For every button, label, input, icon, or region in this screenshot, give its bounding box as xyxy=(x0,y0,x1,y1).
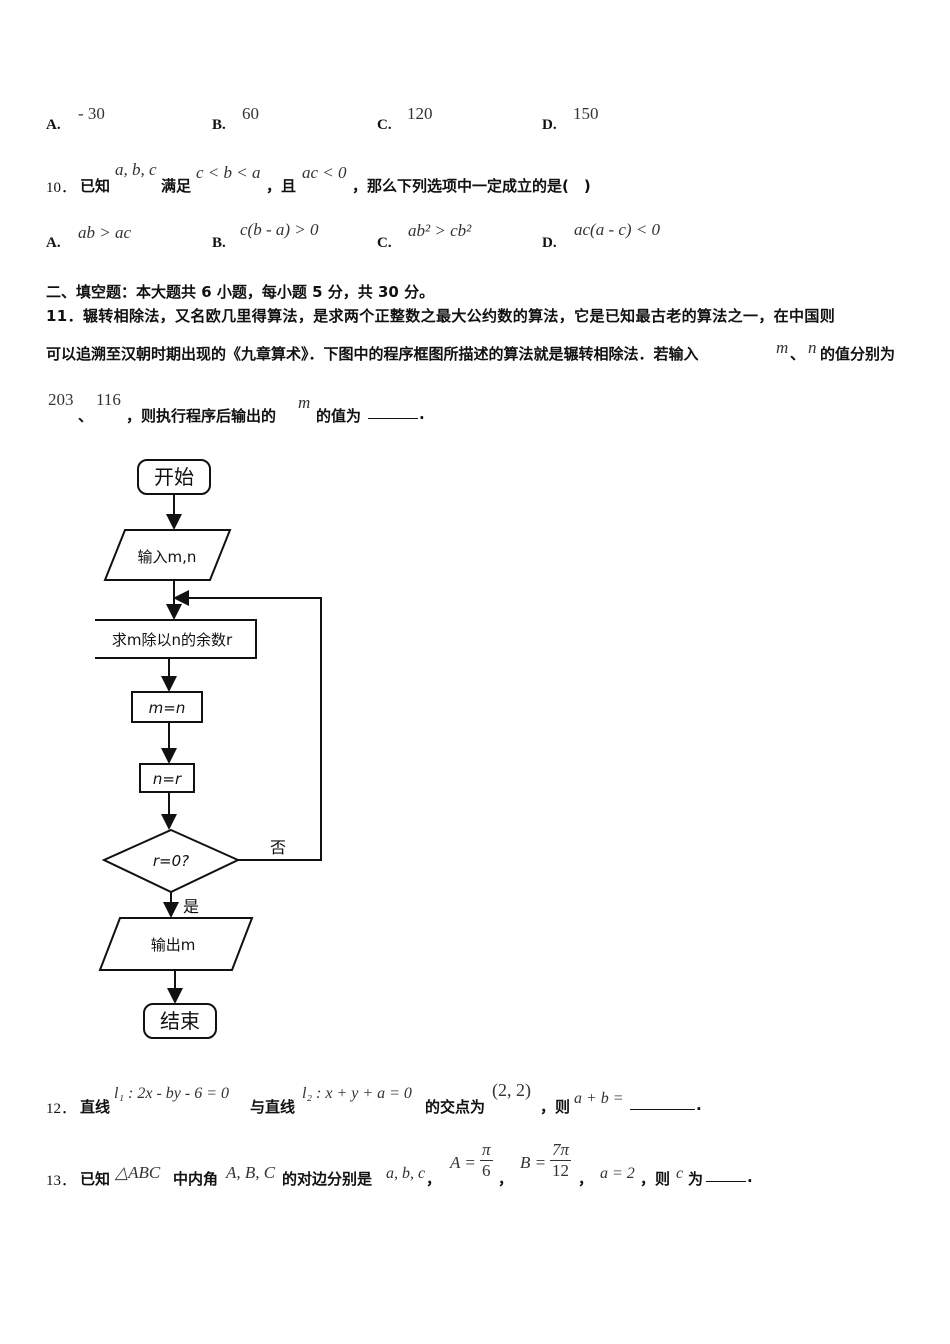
q11-m-symbol: m xyxy=(776,338,789,357)
q10-option-d-value: ac(a - c) < 0 xyxy=(574,220,661,239)
flow-output-box xyxy=(98,917,254,971)
q13-angle-a-fraction: π 6 xyxy=(480,1140,493,1181)
q11-line-1: 11．辗转相除法，又名欧几里得算法，是求两个正整数之最大公约数的算法，它是已知最… xyxy=(46,307,836,325)
q12-text-2: 与直线 xyxy=(250,1098,296,1116)
q13-text-3: 的对边分别是 xyxy=(282,1170,373,1188)
flow-assign-m-box xyxy=(131,691,203,723)
flow-assign-n-box xyxy=(139,763,195,793)
q9-option-a-value: - 30 xyxy=(78,104,105,123)
q12-line-l1: l₁ : 2x - by - 6 = 0 xyxy=(114,1085,229,1102)
flow-input-label: 输入m,n xyxy=(138,548,197,566)
q12-answer-blank xyxy=(630,1097,695,1110)
q13-triangle: △ABC xyxy=(115,1163,161,1182)
q10-option-a-letter: A. xyxy=(46,235,61,251)
flow-assign-m-label: m=n xyxy=(149,699,186,717)
q13-number: 13． xyxy=(46,1173,77,1189)
q13-sides: a, b, c xyxy=(386,1165,426,1182)
q11-value-116: 116 xyxy=(96,390,121,409)
q11-line-3: ，则执行程序后输出的 xyxy=(126,407,277,425)
flow-process-label: 求m除以n的余数r xyxy=(112,631,233,649)
flow-no-branch-arrow xyxy=(173,590,322,861)
q13-text-4: ，则 xyxy=(640,1170,671,1188)
q12-text-4: ，则 xyxy=(540,1098,571,1116)
q9-option-c-letter: C. xyxy=(377,117,392,133)
q10-text-3: ，且 xyxy=(266,177,297,195)
q12-line-l2: l₂ : x + y + a = 0 xyxy=(302,1085,412,1102)
q13-comma-2: ， xyxy=(498,1170,514,1188)
q13-side-c-symbol: c xyxy=(676,1165,684,1182)
q13-text-2: 中内角 xyxy=(173,1170,219,1188)
q13-side-a-value: a = 2 xyxy=(600,1165,635,1182)
q11-line-3-end: 的值为 xyxy=(316,407,362,425)
q13-text-5: 为 xyxy=(688,1170,704,1188)
q9-option-d-letter: D. xyxy=(542,117,557,133)
flow-process-box xyxy=(95,619,257,659)
q9-option-a-letter: A. xyxy=(46,117,61,133)
q13-angle-b-lhs: B = xyxy=(520,1153,547,1172)
q12-end-period: . xyxy=(696,1096,702,1114)
q10-text-1: 已知 xyxy=(80,177,111,195)
q11-separator-2: 、 xyxy=(78,407,94,425)
q10-option-d-letter: D. xyxy=(542,235,557,251)
flow-yes-label: 是 xyxy=(183,897,199,916)
q13-comma-3: ， xyxy=(578,1170,594,1188)
flow-input-box xyxy=(103,529,232,581)
q10-option-a-value: ab > ac xyxy=(78,223,132,242)
q10-option-b-value: c(b - a) > 0 xyxy=(240,220,319,239)
q10-text-2: 满足 xyxy=(161,177,192,195)
q13-angle-a-lhs: A = xyxy=(450,1153,476,1172)
q9-option-d-value: 150 xyxy=(573,104,599,123)
q11-separator: 、 xyxy=(790,345,806,363)
flow-end-label: 结束 xyxy=(160,1009,200,1033)
flow-output-label: 输出m xyxy=(151,936,196,954)
q10-option-b-letter: B. xyxy=(212,235,226,251)
q13-angle-b-denominator: 12 xyxy=(552,1161,570,1180)
q12-number: 12． xyxy=(46,1101,77,1117)
q13-angle-a-denominator: 6 xyxy=(482,1161,491,1180)
q11-value-203: 203 xyxy=(48,390,74,409)
q11-answer-blank xyxy=(368,406,418,419)
flow-end-box xyxy=(143,1003,217,1039)
q13-angle-b-fraction: 7π 12 xyxy=(550,1140,572,1181)
q10-math-1: a, b, c xyxy=(115,160,157,179)
q13-text-1: 已知 xyxy=(80,1170,111,1188)
q11-line-2-end: 的值分别为 xyxy=(820,345,896,363)
q11-m-symbol-2: m xyxy=(298,393,311,412)
q12-text-1: 直线 xyxy=(80,1098,111,1116)
q9-option-b-letter: B. xyxy=(212,117,226,133)
flow-start-label: 开始 xyxy=(154,465,194,489)
q11-end-period: . xyxy=(419,405,425,423)
flowchart: 开始 输入m,n 求m除以n的余数r m=n n=r r=0? 否 是 输出m … xyxy=(95,459,322,1039)
q9-option-c-value: 120 xyxy=(407,104,433,123)
flow-decision-label: r=0? xyxy=(153,852,189,870)
q13-answer-blank xyxy=(706,1169,746,1182)
flow-no-label: 否 xyxy=(270,838,286,857)
q13-end-period: . xyxy=(747,1168,753,1186)
q11-n-symbol: n xyxy=(808,338,817,357)
section-heading: 二、填空题：本大题共 6 小题，每小题 5 分，共 30 分。 xyxy=(46,283,435,301)
q10-option-c-value: ab² > cb² xyxy=(408,221,472,240)
q12-expression: a + b = xyxy=(574,1090,624,1107)
q12-point: (2, 2) xyxy=(492,1080,531,1100)
q12-text-3: 的交点为 xyxy=(425,1098,486,1116)
q13-angles: A, B, C xyxy=(226,1163,276,1182)
q10-number: 10． xyxy=(46,180,77,196)
q13-comma-1: ， xyxy=(426,1170,442,1188)
q13-angle-b-numerator: 7π xyxy=(550,1140,572,1161)
q13-angle-a-numerator: π xyxy=(480,1140,493,1161)
q10-text-4: ，那么下列选项中一定成立的是( ) xyxy=(352,177,591,195)
q11-line-2: 可以追溯至汉朝时期出现的《九章算术》．下图中的程序框图所描述的算法就是辗转相除法… xyxy=(46,345,699,363)
q9-option-b-value: 60 xyxy=(242,104,259,123)
q10-math-3: ac < 0 xyxy=(302,163,347,182)
q10-option-c-letter: C. xyxy=(377,235,392,251)
flow-assign-n-label: n=r xyxy=(153,770,182,788)
q10-math-2: c < b < a xyxy=(196,163,261,182)
